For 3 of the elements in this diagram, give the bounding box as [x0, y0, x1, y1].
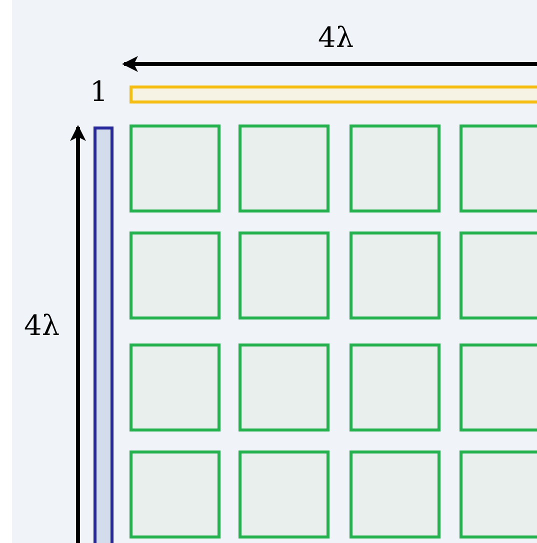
bar-label: 1 [90, 78, 108, 106]
dimension-label: 4λ [24, 312, 60, 340]
dimension-label: 4λ [318, 24, 354, 52]
